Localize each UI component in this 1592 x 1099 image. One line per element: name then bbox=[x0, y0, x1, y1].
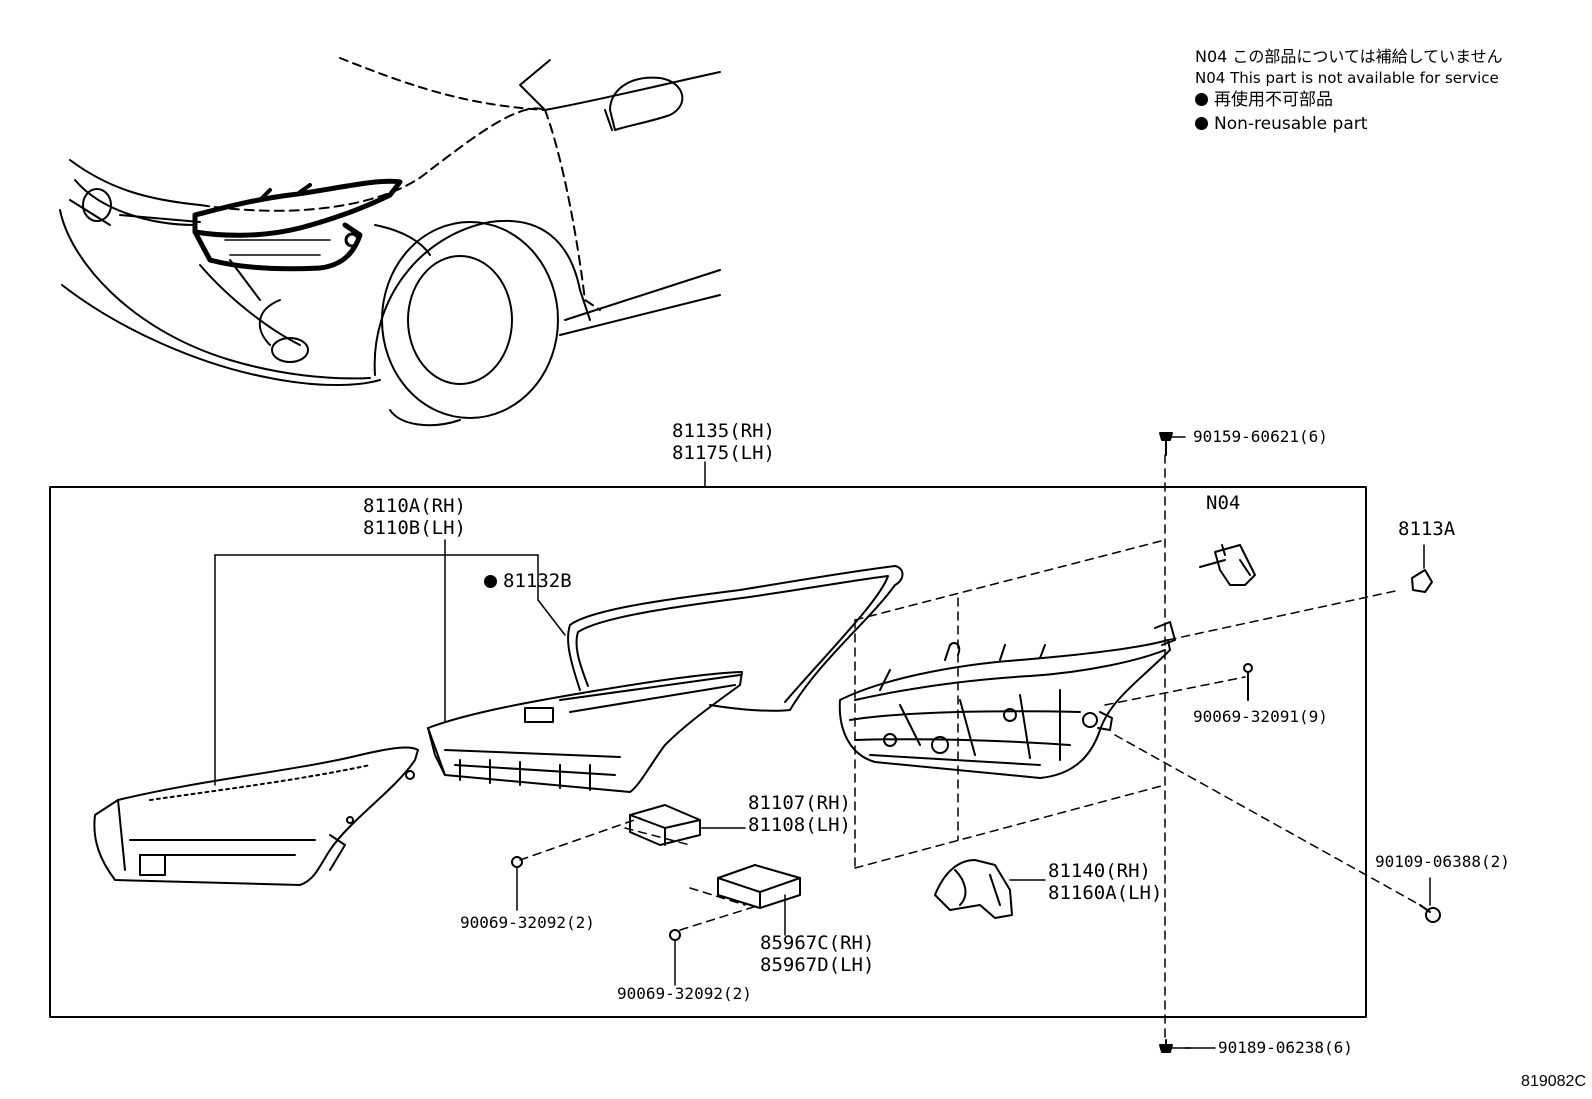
screw-9-part[interactable] bbox=[1243, 663, 1253, 701]
label-90069-32092-b: 90069-32092(2) bbox=[617, 984, 752, 1003]
label-85967c: 85967C(RH) bbox=[760, 932, 875, 954]
nonreusable-note-jp: 再使用不可部品 bbox=[1195, 88, 1503, 112]
label-n04: N04 bbox=[1206, 492, 1241, 514]
outer-lens-part[interactable] bbox=[93, 746, 419, 886]
projection-lines bbox=[519, 454, 1421, 1041]
n04-note-en: N04 This part is not available for servi… bbox=[1195, 69, 1499, 87]
bullet-icon bbox=[1195, 93, 1208, 106]
callout-lens[interactable]: 8110A(RH) 8110B(LH) bbox=[363, 495, 466, 539]
callout-screw-left[interactable]: 90069-32092(2) bbox=[460, 914, 595, 932]
nonreusable-bullet-icon bbox=[484, 575, 497, 588]
callout-ecu[interactable]: 81107(RH) 81108(LH) bbox=[748, 792, 851, 836]
lens-housing-part[interactable] bbox=[427, 671, 743, 793]
nut-part[interactable] bbox=[1419, 877, 1441, 923]
label-90159: 90159-60621(6) bbox=[1193, 427, 1328, 446]
callout-assy[interactable]: 81135(RH) 81175(LH) bbox=[672, 420, 775, 464]
label-81107: 81107(RH) bbox=[748, 792, 851, 814]
label-90069-32091: 90069-32091(9) bbox=[1193, 707, 1328, 726]
vehicle-front-illustration bbox=[59, 57, 721, 427]
screw-top-part[interactable] bbox=[1159, 432, 1186, 456]
label-8113a: 8113A bbox=[1398, 518, 1456, 540]
callout-screw-top[interactable]: 90159-60621(6) bbox=[1193, 428, 1328, 446]
callout-bracket[interactable]: 81140(RH) 81160A(LH) bbox=[1048, 860, 1162, 904]
assembly-frame bbox=[49, 486, 1367, 1018]
headlamp-body-part[interactable] bbox=[838, 621, 1176, 779]
callout-screw-mid[interactable]: 90069-32092(2) bbox=[617, 985, 752, 1003]
callout-screw-bottom[interactable]: 90189-06238(6) bbox=[1218, 1039, 1353, 1057]
nonreusable-jp-text: 再使用不可部品 bbox=[1214, 90, 1333, 110]
bracket-part[interactable] bbox=[934, 859, 1046, 919]
callout-screw-9[interactable]: 90069-32091(9) bbox=[1193, 708, 1328, 726]
callout-module[interactable]: 85967C(RH) 85967D(LH) bbox=[760, 932, 874, 976]
screw-left-part[interactable] bbox=[511, 856, 523, 911]
label-8110b: 8110B(LH) bbox=[363, 517, 466, 539]
n04-actuator-part[interactable] bbox=[1199, 544, 1256, 586]
socket-8113a-part[interactable] bbox=[1411, 544, 1433, 593]
control-module-part[interactable] bbox=[717, 864, 801, 936]
screw-bottom-part[interactable] bbox=[1159, 1039, 1191, 1053]
label-90109: 90109-06388(2) bbox=[1375, 852, 1510, 871]
label-81160a: 81160A(LH) bbox=[1048, 882, 1163, 904]
lens-leader-lines bbox=[214, 539, 566, 786]
label-81108: 81108(LH) bbox=[748, 814, 851, 836]
label-85967d: 85967D(LH) bbox=[760, 954, 875, 976]
figure-id: 819082C bbox=[1521, 1073, 1586, 1090]
callout-socket[interactable]: 8113A bbox=[1398, 518, 1455, 540]
callout-n04[interactable]: N04 bbox=[1206, 492, 1240, 514]
callout-nut[interactable]: 90109-06388(2) bbox=[1375, 853, 1510, 871]
n04-note-jp: N04 この部品については補給していません bbox=[1195, 47, 1503, 66]
label-81175: 81175(LH) bbox=[672, 442, 775, 464]
legend: N04 この部品については補給していません N04 This part is n… bbox=[1195, 46, 1503, 136]
screw-mid-part[interactable] bbox=[669, 929, 681, 986]
label-90189: 90189-06238(6) bbox=[1218, 1038, 1353, 1057]
label-8110a: 8110A(RH) bbox=[363, 495, 466, 517]
callout-gasket[interactable]: 81132B bbox=[484, 570, 572, 592]
label-81132b: 81132B bbox=[503, 570, 572, 592]
ecu-module-part[interactable] bbox=[629, 804, 746, 846]
bullet-icon bbox=[1195, 117, 1208, 130]
label-90069-32092-a: 90069-32092(2) bbox=[460, 913, 595, 932]
gasket-part[interactable] bbox=[567, 565, 904, 712]
label-81135: 81135(RH) bbox=[672, 420, 775, 442]
nonreusable-en-text: Non-reusable part bbox=[1214, 114, 1368, 134]
nonreusable-note-en: Non-reusable part bbox=[1195, 112, 1503, 136]
label-81140: 81140(RH) bbox=[1048, 860, 1151, 882]
